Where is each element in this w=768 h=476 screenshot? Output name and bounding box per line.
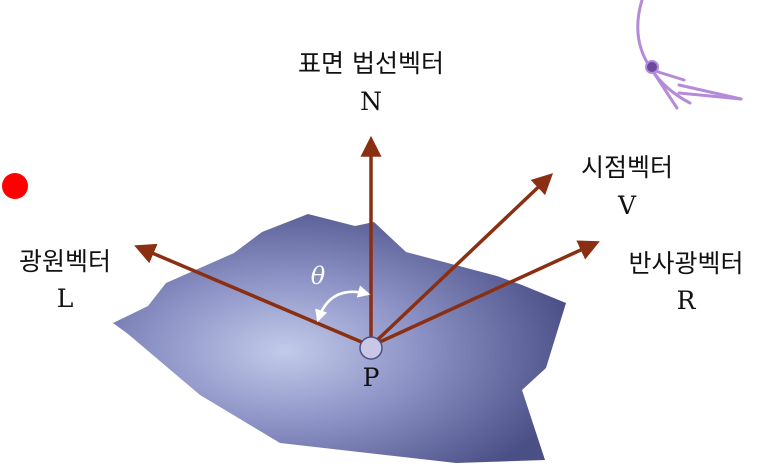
angle-label: θ (311, 262, 326, 290)
light-source-dot (2, 173, 28, 199)
reflection-vector-label: 반사광벡터 (628, 249, 743, 278)
view-vector-letter: V (617, 191, 637, 220)
light-vector (134, 243, 372, 348)
light-vector-letter: L (57, 284, 74, 313)
normal-vector-label: 표면 법선벡터 (298, 49, 444, 78)
reflection-vector-letter: R (677, 286, 697, 315)
point-p-marker (359, 336, 383, 360)
light-vector-label: 광원벡터 (19, 247, 111, 276)
angle-arc (315, 285, 371, 323)
reflection-vector (370, 240, 600, 348)
point-p-label: P (363, 363, 380, 392)
surface (113, 214, 566, 463)
view-vector-label: 시점벡터 (581, 153, 673, 182)
normal-vector-letter: N (360, 87, 382, 116)
view-vector (369, 173, 554, 348)
eye-icon (636, 0, 743, 110)
